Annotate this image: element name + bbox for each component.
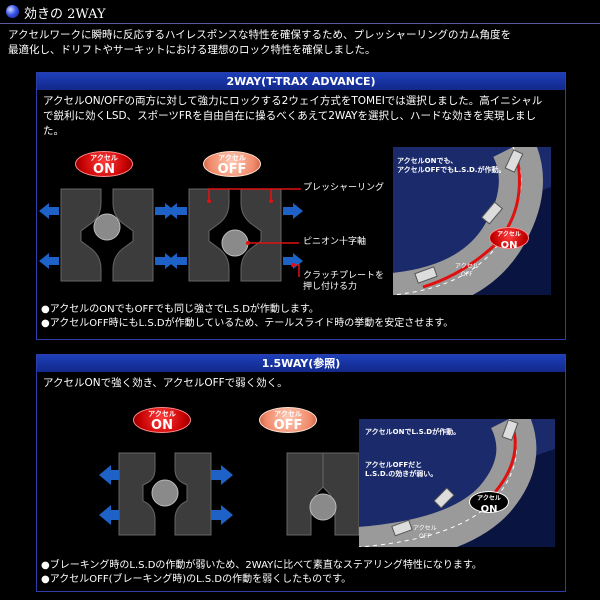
cam-15-off [286, 452, 360, 536]
cam-diagram-2way [39, 188, 303, 282]
arrow-15-left-bottom-icon [99, 505, 119, 525]
car-icon [481, 201, 503, 225]
intro-text: アクセルワークに瞬時に反応するハイレスポンスな特性を確保するため、プレッシャーリ… [8, 28, 594, 58]
arrow-off-right-top-icon [283, 203, 303, 219]
pinion-ball-15-on [151, 479, 179, 507]
cam-off [167, 188, 303, 282]
track-illustration-1-5way: アクセルONでL.S.Dが作動。 アクセルOFFだと L.S.D.の効きが弱い。… [359, 419, 555, 547]
arrow-off-left-bottom-icon [167, 253, 187, 269]
arrow-15-left-top-icon [99, 465, 119, 485]
track-caption-1: アクセルONでも、 [397, 157, 458, 165]
arrow-right-bottom-icon [155, 253, 175, 269]
sphere-bullet-icon [6, 5, 19, 18]
badge-15-off-small: アクセル [274, 410, 302, 418]
panel-2way-description: アクセルON/OFFの両方に対して強力にロックする2ウェイ方式をTOMEIでは選… [37, 90, 565, 139]
track-badge-on-small: アクセル [497, 231, 521, 238]
arrow-right-top-icon [155, 203, 175, 219]
track-15-caption-2: アクセルOFFだと [365, 461, 423, 469]
car-icon [414, 266, 438, 284]
track-15-off-small: アクセル [413, 525, 437, 532]
track-15-caption-1: アクセルONでL.S.Dが作動。 [365, 428, 461, 436]
track-15-label-off: アクセル OFF [413, 525, 437, 541]
label-clutch-1: クラッチプレートを [303, 271, 385, 281]
pinion-ball-15-off [309, 493, 337, 521]
badge-accel-off: アクセル OFF [203, 151, 261, 177]
panel-2way-bullets: ●アクセルのONでもOFFでも同じ強さでL.S.Dが作動します。 ●アクセルOF… [41, 303, 453, 331]
track-badge-on-big: ON [500, 240, 518, 251]
badge-15-on-big: ON [151, 418, 173, 433]
car-icon [504, 149, 524, 173]
bullet-2way-2: ●アクセルOFF時にもL.S.Dが作動しているため、テールスライド時の挙動を安定… [41, 318, 454, 329]
track-15-caption-23: アクセルOFFだと L.S.D.の効きが弱い。 [365, 461, 437, 479]
badge-15-off-big: OFF [273, 418, 303, 433]
cam-15-on [99, 452, 233, 536]
badge-on-small: アクセル [90, 154, 118, 162]
car-icon [433, 487, 455, 509]
label-pinion: ピニオン十字軸 [303, 237, 367, 247]
car-icon [391, 519, 413, 537]
track-off-small: アクセル [455, 263, 479, 270]
cam-on [39, 188, 175, 282]
panel-1-5way-bullets: ●ブレーキング時のL.S.Dの作動が弱いため、2WAYに比べて素直なステアリング… [41, 559, 482, 587]
panel-2way: 2WAY(T-TRAX ADVANCE) アクセルON/OFFの両方に対して強力… [36, 72, 566, 340]
panel-1-5way-title: 1.5WAY(参照) [37, 355, 565, 372]
intro-line-2: 最適化し、ドリフトやサーキットにおける理想のロック特性を確保しました。 [8, 44, 376, 56]
arrow-left-bottom-icon [39, 253, 59, 269]
track-15-caption-3: L.S.D.の効きが弱い。 [365, 470, 438, 478]
bullet-2way-1: ●アクセルのONでもOFFでも同じ強さでL.S.Dが作動します。 [41, 304, 319, 315]
arrow-left-top-icon [39, 203, 59, 219]
arrow-15-right-top-icon [211, 465, 233, 485]
track-15-on-small: アクセル [477, 495, 501, 502]
track-illustration-2way: アクセルONでも、 アクセルOFFでもL.S.D.が作動。 アクセル ON アク… [393, 147, 551, 295]
car-icon [501, 419, 519, 441]
track-off-big: OFF [461, 271, 473, 278]
panel-2way-text-3: た。 [43, 125, 64, 137]
track-caption-2: アクセルOFFでもL.S.D.が作動。 [397, 166, 506, 174]
pinion-ball-on [93, 213, 121, 241]
badge-on-big: ON [93, 162, 115, 177]
track-15-off-big: OFF [419, 533, 431, 540]
track-15-badge-on: アクセル ON [469, 491, 509, 515]
label-clutch-2: 押し付ける力 [303, 282, 358, 292]
section-header: 効きの 2WAY [0, 0, 600, 24]
track-badge-on: アクセル ON [489, 227, 529, 251]
panel-1-5way-description: アクセルONで強く効き、アクセルOFFで弱く効く。 [43, 377, 288, 389]
bullet-15way-1: ●ブレーキング時のL.S.Dの作動が弱いため、2WAYに比べて素直なステアリング… [41, 560, 482, 571]
badge-15-on-small: アクセル [148, 410, 176, 418]
panel-1-5way: 1.5WAY(参照) アクセルONで強く効き、アクセルOFFで弱く効く。 アクセ… [36, 354, 566, 592]
pinion-ball-off [221, 229, 249, 257]
badge-off-small: アクセル [218, 154, 246, 162]
cam-diagram-1-5way [99, 452, 360, 536]
badge-off-big: OFF [217, 162, 247, 177]
badge-accel-on: アクセル ON [75, 151, 133, 177]
track-label-off: アクセル OFF [455, 263, 479, 279]
arrow-off-left-top-icon [167, 203, 187, 219]
arrow-15-right-bottom-icon [211, 505, 233, 525]
badge-15-accel-off: アクセル OFF [259, 407, 317, 433]
panel-2way-title: 2WAY(T-TRAX ADVANCE) [37, 73, 565, 90]
intro-line-1: アクセルワークに瞬時に反応するハイレスポンスな特性を確保するため、プレッシャーリ… [8, 29, 512, 41]
label-pressure-ring: プレッシャーリング [303, 183, 385, 193]
panel-2way-text-1: アクセルON/OFFの両方に対して強力にロックする2ウェイ方式をTOMEIでは選… [43, 95, 543, 107]
panel-2way-text-2: で鋭利に効くLSD、スポーツFRを自由自在に操るべくあえて2WAYを選択し、ハー… [43, 110, 536, 122]
badge-15-accel-on: アクセル ON [133, 407, 191, 433]
track-caption: アクセルONでも、 アクセルOFFでもL.S.D.が作動。 [397, 157, 505, 175]
bullet-15way-2: ●アクセルOFF(ブレーキング時)のL.S.Dの作動を弱くしたものです。 [41, 574, 352, 585]
track-15-on-big: ON [480, 504, 498, 515]
section-title: 効きの 2WAY [24, 7, 106, 22]
